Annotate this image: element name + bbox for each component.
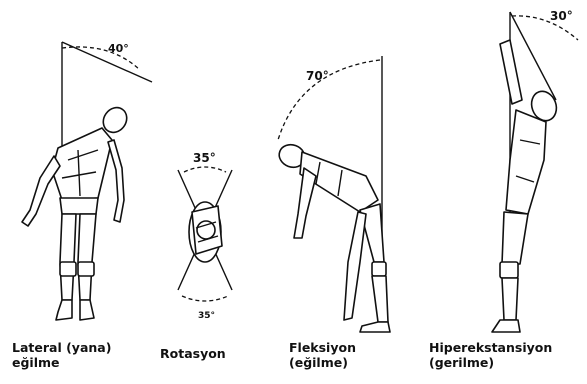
- lateral-right-arm: [108, 140, 124, 222]
- hyper-foot: [492, 320, 520, 332]
- lateral-left-foot: [56, 300, 72, 320]
- rotation-top-angle-label: 35°: [193, 151, 216, 165]
- hyper-raised-arm: [500, 40, 522, 104]
- rotation-top-arc: [184, 167, 226, 172]
- hyper-knee: [500, 262, 518, 278]
- lateral-left-leg: [60, 214, 76, 300]
- hyper-shin: [502, 278, 518, 320]
- flexion-figure: 70°: [276, 56, 390, 332]
- rotation-caption-line-1: Rotasyon: [160, 346, 226, 361]
- rotation-bottom-angle-label: 35°: [198, 311, 215, 321]
- lateral-tilt-reference-line: [62, 42, 152, 82]
- hyperextension-figure: 30°: [492, 9, 578, 332]
- flexion-caption-line-1: Fleksiyon: [289, 340, 356, 355]
- flexion-caption: Fleksiyon (eğilme): [289, 340, 356, 370]
- flexion-caption-line-2: (eğilme): [289, 355, 356, 370]
- hyperextension-caption: Hiperekstansiyon (gerilme): [429, 340, 552, 370]
- hyperextension-caption-line-2: (gerilme): [429, 355, 552, 370]
- lateral-right-foot: [80, 300, 94, 320]
- lateral-pelvis: [60, 198, 98, 214]
- hyper-thigh: [502, 212, 528, 264]
- lateral-bending-figure: 40°: [22, 42, 152, 320]
- lateral-caption-line-1: Lateral (yana): [12, 340, 111, 355]
- rotation-caption: Rotasyon: [160, 346, 226, 361]
- rotation-bottom-arc: [182, 296, 228, 301]
- flexion-angle-label: 70°: [306, 69, 329, 83]
- lateral-left-arm: [22, 156, 60, 226]
- lateral-right-leg: [78, 214, 96, 300]
- rotation-figure: 35° 35°: [178, 151, 232, 321]
- lateral-right-knee: [78, 262, 94, 276]
- flexion-shin: [372, 276, 388, 322]
- flexion-angle-arc: [278, 60, 380, 140]
- hyper-angle-label: 30°: [550, 9, 573, 23]
- flexion-knee: [372, 262, 386, 276]
- lateral-left-knee: [60, 262, 76, 276]
- hyper-torso: [506, 110, 546, 214]
- lateral-torso: [52, 128, 112, 200]
- lateral-caption: Lateral (yana) eğilme: [12, 340, 111, 370]
- flexion-foot: [360, 322, 390, 332]
- flexion-arm: [294, 168, 316, 238]
- lateral-angle-label: 40°: [108, 42, 129, 55]
- hyperextension-caption-line-1: Hiperekstansiyon: [429, 340, 552, 355]
- lateral-caption-line-2: eğilme: [12, 355, 111, 370]
- flexion-back-leg: [344, 212, 366, 320]
